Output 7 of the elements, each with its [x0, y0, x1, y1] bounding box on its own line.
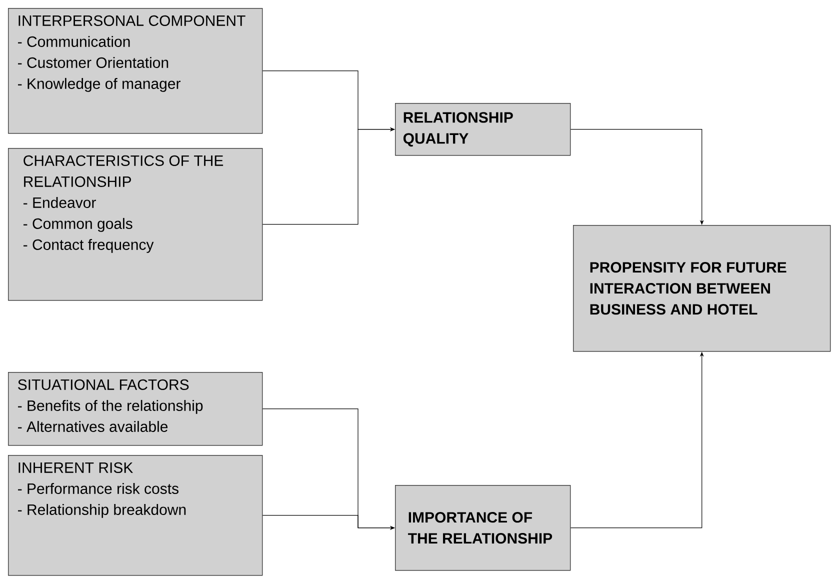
outcome-box: PROPENSITY FOR FUTURE INTERACTION BETWEEN BUSINESS AND HOTEL: [573, 225, 831, 352]
outcome-box: IMPORTANCE OF THE RELATIONSHIP: [395, 485, 571, 571]
factor-box: CHARACTERISTICS OF THE RELATIONSHIP - Endeavor - Common goals - Contact frequency: [8, 148, 263, 301]
factor-box: INHERENT RISK - Performance risk costs - Relationship breakdown: [8, 455, 263, 576]
factor-box: SITUATIONAL FACTORS - Benefits of the relationship - Alternatives available: [8, 372, 263, 446]
factor-box: INTERPERSONAL COMPONENT - Communication - Customer Orientation - Knowledge of manager: [8, 8, 263, 134]
outcome-box: RELATIONSHIP QUALITY: [395, 103, 571, 156]
